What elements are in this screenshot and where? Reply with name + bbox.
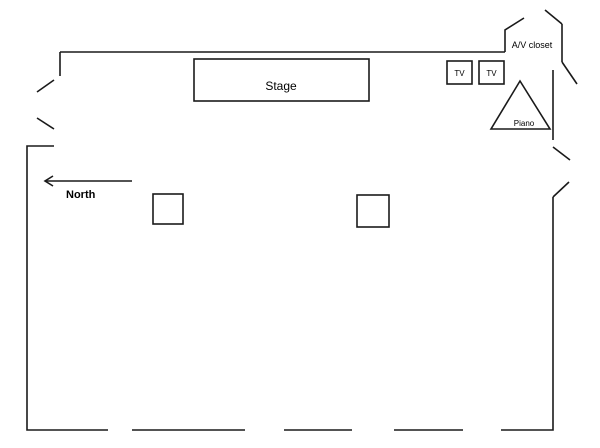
door-right-lower (552, 181, 570, 198)
piano-triangle (489, 79, 552, 130)
column-left (152, 193, 184, 225)
north-label: North (66, 189, 96, 201)
wall-left (26, 145, 108, 431)
av-closet-label: A/V closet (512, 40, 553, 50)
north-arrow-head (43, 175, 54, 187)
door-left-lower (36, 117, 55, 130)
stage-box (193, 58, 370, 102)
door-right-upper (552, 146, 571, 161)
tv-label-1: TV (454, 69, 465, 78)
av-closet-door-swing (561, 61, 578, 85)
door-left-upper (36, 79, 55, 93)
av-closet-door-leaf (544, 9, 563, 25)
av-closet-wall (504, 17, 525, 52)
wall-right (501, 197, 554, 431)
tv-label-2: TV (486, 69, 497, 78)
tv-box-2 (478, 60, 505, 85)
piano-label: Piano (514, 119, 535, 128)
stage-label: Stage (265, 79, 297, 93)
tv-box-1 (446, 60, 473, 85)
column-right (356, 194, 390, 228)
